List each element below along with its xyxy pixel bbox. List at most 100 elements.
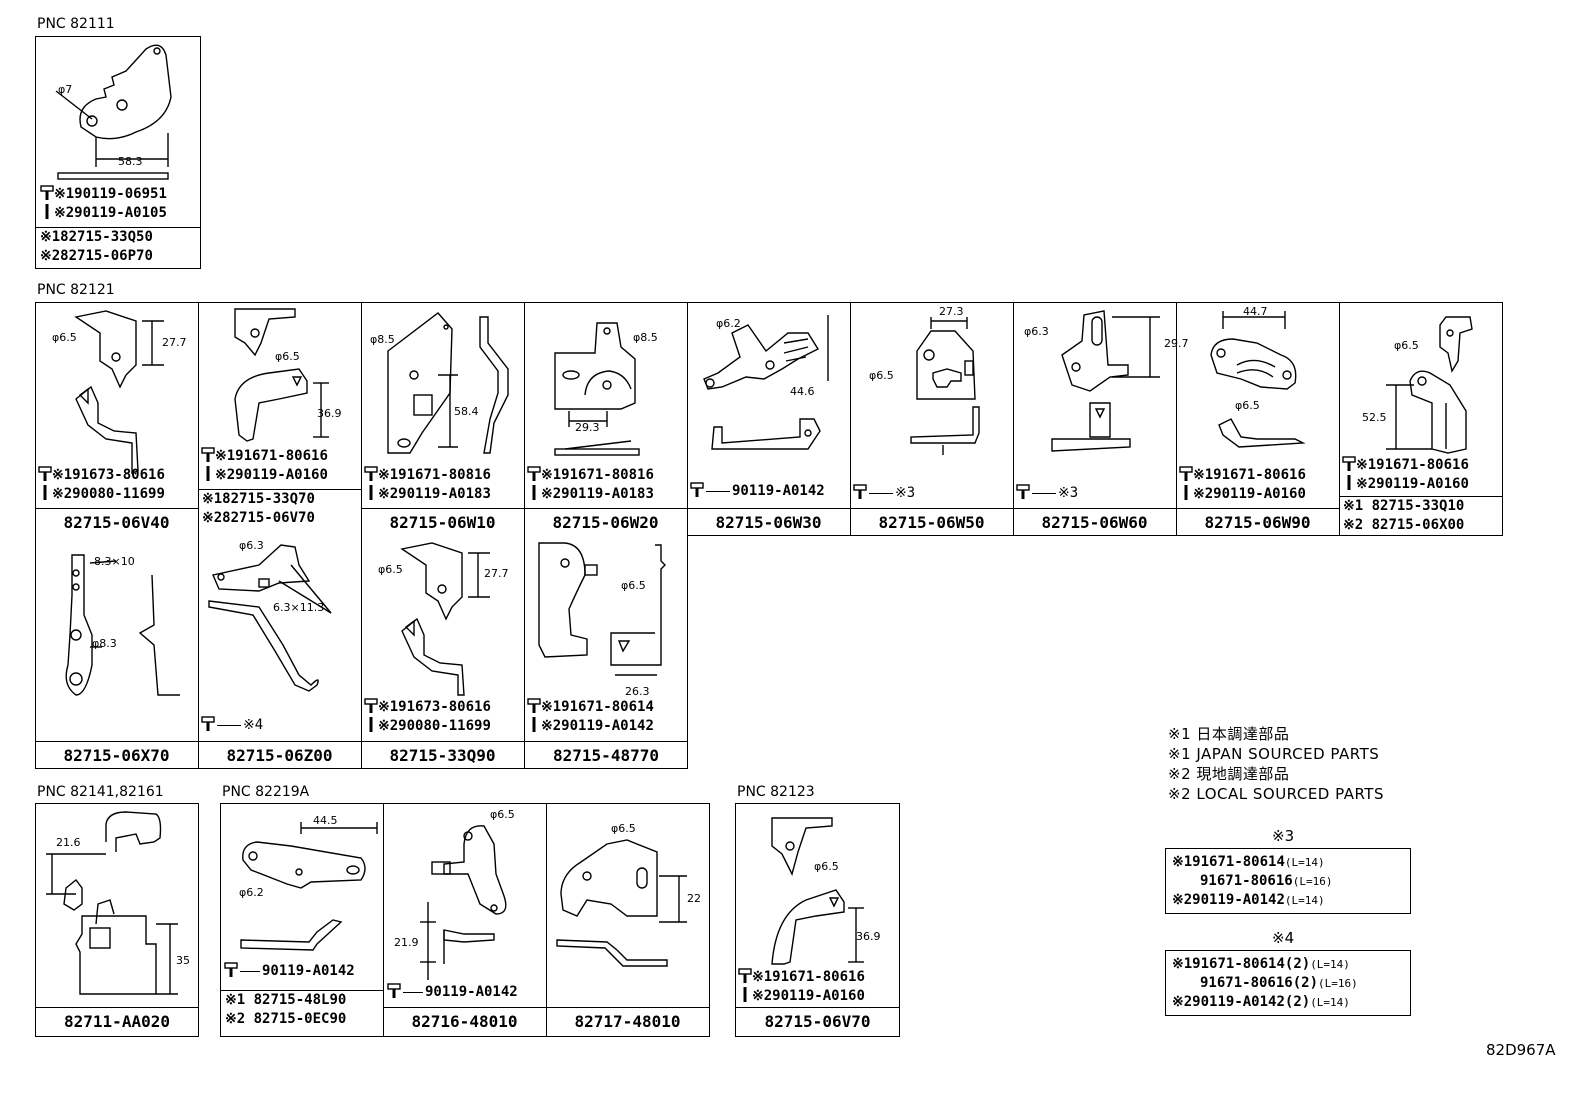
part-cell-82715-06X70: 8.3×10 φ8.3 (36, 535, 199, 768)
dim-height: 22 (687, 892, 701, 905)
bolt-line: ※4 (201, 716, 263, 735)
bolt-line: ※191671-80616 (738, 968, 865, 987)
bolt-part: ※191673-80616 (378, 699, 491, 715)
part-cell-82715-06Z00: φ6.3 6.3×11.3 (199, 535, 362, 768)
dim-width: 26.3 (625, 685, 650, 698)
sub-part: ※282715-06P70 (40, 248, 153, 264)
part-cell-82717-48010: φ6.5 22 (547, 804, 711, 1036)
bolt-line: ※191671-80616 (201, 447, 328, 466)
table-row: ※290119-A0142(2)(L=14) (1172, 994, 1350, 1010)
part-box-82715-06V70: φ6.5 36.9 ※191671-80616 ※290119-A0160 82… (735, 803, 900, 1037)
bolt-icon (38, 466, 52, 481)
diagram-code: 82D967A (1486, 1041, 1556, 1059)
table-title-4: ※4 (1272, 929, 1295, 947)
sub-part: ※282715-06V70 (202, 510, 315, 526)
sub-part: ※2 82715-06X00 (1343, 517, 1465, 533)
note-en-japan: ※1 JAPAN SOURCED PARTS (1168, 745, 1380, 763)
bolt-line: ※191671-80616 (1342, 456, 1469, 475)
part-cell-82716-48010: φ6.5 21.9 (384, 804, 547, 1036)
bolt-line: ※191673-80616 (38, 466, 165, 485)
part-row-82219A: 44.5 φ6.2 φ6.5 21.9 φ6.5 22 (220, 803, 710, 1037)
bolt-icon (224, 962, 238, 977)
bracket-drawing (65, 554, 180, 696)
bolt-icon (206, 466, 210, 481)
bolt-icon (532, 485, 536, 500)
note-jp-japan: ※1 日本調達部品 (1168, 725, 1290, 743)
part-cell-82715-33Q90: φ6.5 27.7 (362, 535, 525, 768)
bolt-part: ※290119-A0160 (215, 467, 328, 483)
dim-hole: φ6.5 (611, 822, 636, 835)
bolt-icon (743, 987, 747, 1002)
part-number: 82715-48770 (524, 741, 688, 770)
dim-hole: φ6.5 (1394, 339, 1419, 352)
part-number: 82715-06X70 (35, 741, 198, 770)
dim-hole: φ8.5 (370, 333, 395, 346)
dim-hole: φ6.2 (716, 317, 741, 330)
bolt-part: ※3 (1058, 485, 1079, 501)
part-number: 82715-33Q90 (361, 741, 524, 770)
part-number: 82717-48010 (546, 1007, 709, 1036)
bolt-icon (532, 717, 536, 732)
dim-width: 44.7 (1243, 305, 1268, 318)
sub-part: ※2 82715-0EC90 (225, 1011, 347, 1027)
bolt-line: ※290119-A0183 (527, 485, 654, 504)
bolt-part: 90119-A0142 (262, 963, 355, 979)
part-cell-82715-48L90: 44.5 φ6.2 (221, 804, 384, 1036)
bracket-drawing (910, 317, 980, 455)
bracket-drawing (74, 310, 164, 474)
dim-hole: φ8.3 (92, 637, 117, 650)
bolt-part: ※191671-80616 (752, 969, 865, 985)
pnc-label-82123: PNC 82123 (737, 784, 815, 800)
part-cell-82715-06W30: φ6.2 44.6 (688, 303, 851, 535)
dim-hole: φ6.5 (378, 563, 403, 576)
bolt-part: ※191671-80616 (215, 448, 328, 464)
bolt-icon (364, 466, 378, 481)
part-number: 82715-06W10 (361, 508, 524, 537)
dim-hole: φ8.5 (633, 331, 658, 344)
dim-hole: φ6.5 (814, 860, 839, 873)
clip-drawing (46, 811, 178, 995)
part-number: 82715-06W90 (1176, 508, 1339, 537)
dim-hole: φ6.2 (239, 886, 264, 899)
bolt-part: ※191671-80816 (378, 467, 491, 483)
part-cell-82715-06W20: φ8.5 29.3 (525, 303, 688, 535)
bolt-line: ※290119-A0142 (527, 717, 654, 736)
table-title-3: ※3 (1272, 827, 1295, 845)
bolt-part: ※3 (895, 485, 916, 501)
bolt-line: ※290119-A0160 (738, 987, 865, 1006)
bolt-line: ※290080-11699 (38, 485, 165, 504)
bolt-line: ※191671-80816 (364, 466, 491, 485)
bolt-line-1: ※190119-06951 (40, 185, 167, 204)
dim-width: 44.5 (313, 814, 338, 827)
dim-hole: φ6.5 (1235, 399, 1260, 412)
part-number: 82715-06W60 (1013, 508, 1176, 537)
bolt-icon (369, 717, 373, 732)
bolt-part: ※191671-80614 (541, 699, 654, 715)
pnc-label-82121: PNC 82121 (37, 282, 115, 298)
part-cell-82715-06W90: 44.7 φ6.5 (1177, 303, 1340, 535)
bolt-line: ※290119-A0160 (1342, 475, 1469, 494)
bolt-part: 90119-A0142 (732, 483, 825, 499)
sub-part-list: ※1 82715-48L90 ※2 82715-0EC90 (221, 990, 383, 1036)
bolt-icon (1184, 485, 1188, 500)
dim-hole: φ6.5 (621, 579, 646, 592)
bracket-drawing (234, 308, 329, 442)
bolt-icon (369, 485, 373, 500)
part-cell-82715-06W60: φ6.3 29.7 (1014, 303, 1189, 535)
sub-part-list: ※1 82715-33Q10 ※2 82715-06X00 (1339, 496, 1503, 535)
pnc-label-82219A: PNC 82219A (222, 784, 310, 800)
sub-part-list: ※182715-33Q70 ※282715-06V70 (198, 489, 361, 535)
part-number: 82711-AA020 (36, 1007, 198, 1036)
bolt-table-3: ※191671-80614(L=14) 91671-80616(L=16) ※2… (1165, 848, 1411, 914)
bolt-line: ※191671-80614 (527, 698, 654, 717)
part-cell-82715-06W10: φ8.5 58.4 (362, 303, 525, 535)
bolt-part: ※4 (243, 717, 264, 733)
bolt-part: ※290080-11699 (378, 718, 491, 734)
sub-part: ※182715-33Q70 (202, 491, 315, 507)
sub-part: ※1 82715-33Q10 (1343, 498, 1465, 514)
dim-height: 35 (176, 954, 190, 967)
sub-part-list: ※182715-33Q50 ※282715-06P70 (36, 227, 200, 269)
part-number: 82715-06V70 (736, 1007, 899, 1036)
bolt-icon (1342, 456, 1356, 471)
bolt-icon (527, 466, 541, 481)
